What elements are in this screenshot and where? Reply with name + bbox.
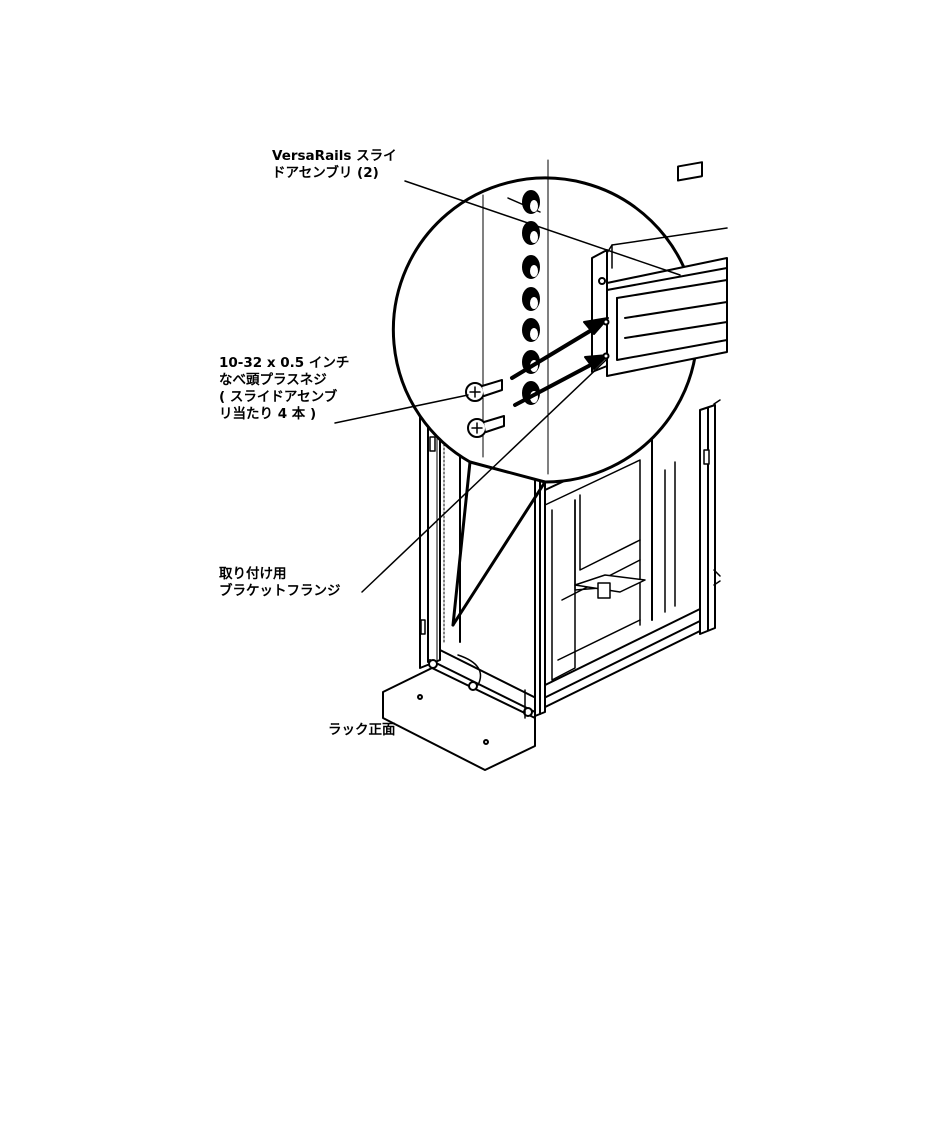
- label-rack-front: ラック正面: [328, 722, 396, 739]
- label-pan-head-screws: 10-32 x 0.5 インチ なべ頭プラスネジ ( スライドアセンブ リ当たり…: [219, 355, 349, 423]
- label-line: ブラケットフランジ: [219, 583, 341, 600]
- label-line: 10-32 x 0.5 インチ: [219, 355, 349, 372]
- rack-base-plate: [383, 668, 535, 770]
- label-line: ドアセンブリ (2): [272, 165, 397, 182]
- label-line: VersaRails スライ: [272, 148, 397, 165]
- label-line: ( スライドアセンブ: [219, 389, 349, 406]
- label-line: リ当たり 4 本 ): [219, 406, 349, 423]
- label-line: 取り付け用: [219, 566, 341, 583]
- label-versarails-slide-assembly: VersaRails スライ ドアセンブリ (2): [272, 148, 397, 182]
- label-mounting-bracket-flange: 取り付け用 ブラケットフランジ: [219, 566, 341, 600]
- label-line: なべ頭プラスネジ: [219, 372, 349, 389]
- magnified-detail-callout: [393, 160, 727, 625]
